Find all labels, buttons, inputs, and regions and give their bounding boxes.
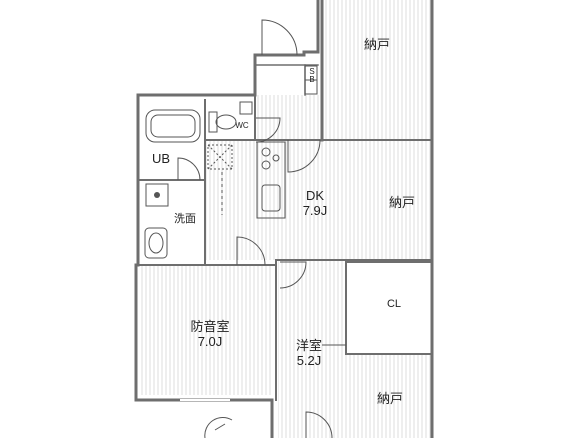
toilet-tank-icon xyxy=(208,111,218,133)
room-name: 納戸 xyxy=(388,195,415,210)
room-name: SB xyxy=(309,67,315,84)
drain-icon xyxy=(154,192,160,198)
room-name: 納戸 xyxy=(363,37,390,52)
room-name: 洗面 xyxy=(174,213,196,225)
room-size: 7.9J xyxy=(302,202,328,218)
kitchen-counter xyxy=(256,141,286,219)
stove-burner-icon-3 xyxy=(272,154,280,162)
toilet-bowl-icon xyxy=(215,114,237,130)
stove-burner-icon-2 xyxy=(261,160,271,170)
room-label-storage-top: 納戸 xyxy=(352,37,402,53)
western-room-door xyxy=(279,261,307,289)
storage-top-floor xyxy=(322,0,432,140)
doors xyxy=(177,19,346,438)
room-name: CL xyxy=(386,298,402,310)
dk-floor xyxy=(205,140,322,260)
bath-door xyxy=(177,157,201,181)
floor-areas xyxy=(140,0,432,438)
closet-floor xyxy=(346,262,432,354)
bottom-door xyxy=(305,411,333,438)
room-name: WC xyxy=(235,121,249,130)
room-label-unit-bath: UB xyxy=(146,151,176,167)
bathtub-inner-icon xyxy=(150,114,196,138)
entry-ac-icon xyxy=(204,416,233,438)
room-name: 納戸 xyxy=(376,391,403,406)
kitchen-sink-icon xyxy=(261,184,281,212)
wc-sink-icon xyxy=(239,101,253,115)
room-label-shoe-box: SB xyxy=(307,68,317,84)
room-size: 7.0J xyxy=(197,333,223,349)
fixtures xyxy=(144,65,318,438)
fridge-space xyxy=(207,144,233,170)
soundproof-room-floor xyxy=(140,265,273,395)
stove-burner-icon xyxy=(261,147,271,157)
basin-bowl-icon xyxy=(148,232,164,254)
entry-door xyxy=(261,19,298,56)
room-label-storage-bottom: 納戸 xyxy=(365,391,415,407)
room-label-wc: WC xyxy=(232,121,252,130)
room-label-western-room: 洋室 5.2J xyxy=(284,338,334,369)
room-label-storage-middle: 納戸 xyxy=(377,195,427,211)
room-label-dk: DK 7.9J xyxy=(290,188,340,219)
room-size: 5.2J xyxy=(296,352,322,368)
room-label-washroom: 洗面 xyxy=(170,213,200,226)
room-name: UB xyxy=(151,151,171,166)
wash-basin-icon xyxy=(144,227,168,259)
room-name: DK xyxy=(305,188,325,203)
washing-machine-icon xyxy=(145,183,169,207)
room-name: 洋室 xyxy=(295,338,322,353)
room-name: 防音室 xyxy=(190,319,230,334)
storage-middle-floor xyxy=(322,140,432,260)
soundproof-door xyxy=(236,236,266,266)
room-label-soundproof-room: 防音室 7.0J xyxy=(180,319,240,350)
bathtub-icon xyxy=(145,109,201,143)
dk-door xyxy=(287,139,321,173)
room-label-closet: CL xyxy=(374,298,414,311)
